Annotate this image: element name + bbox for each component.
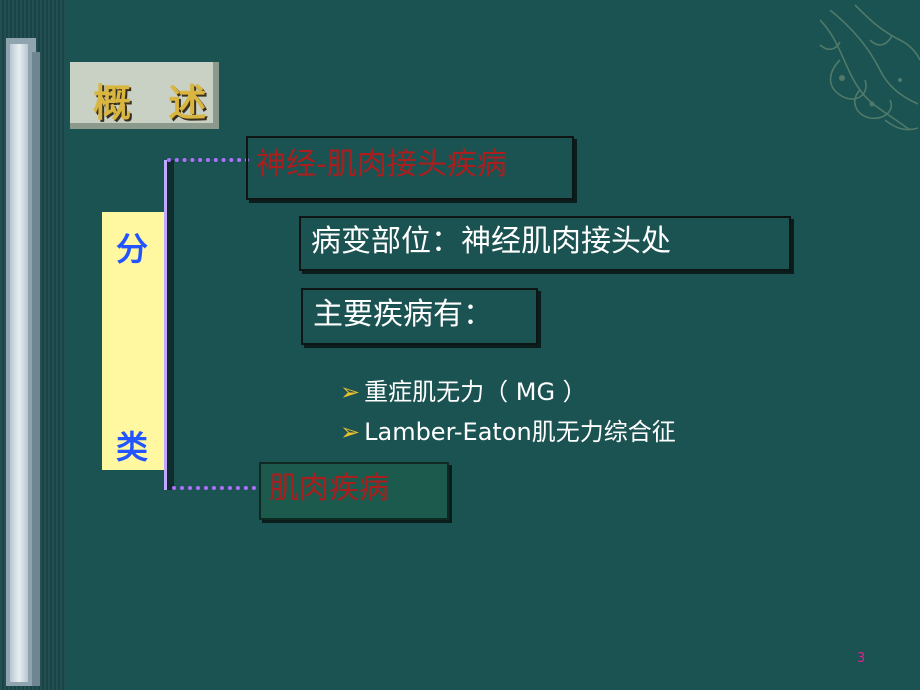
disease-item-1: ➢重症肌无力（ MG ） [340, 372, 587, 407]
lesion-site-box: 病变部位：神经肌肉接头处 [299, 216, 791, 271]
title-plate [70, 62, 219, 129]
main-diseases-label: 主要疾病有： [313, 297, 493, 332]
main-diseases-box: 主要疾病有： [301, 288, 538, 345]
bracket-line [164, 160, 167, 490]
page-number: 3 [857, 651, 866, 666]
classification-char-1: 分 [116, 230, 149, 268]
dotted-connector-top [167, 158, 249, 162]
bullet-arrow-icon: ➢ [340, 378, 361, 406]
bullet-arrow-icon: ➢ [340, 418, 361, 446]
bracket-shadow [164, 160, 174, 490]
disease-item-1-text: 重症肌无力（ MG ） [364, 378, 587, 406]
classification-char-2: 类 [116, 428, 149, 466]
slide-title: 概 述 [93, 81, 219, 125]
phoenix-ornament-icon [819, 4, 920, 131]
branch-top-label: 神经-肌肉接头疾病 [256, 147, 507, 182]
decorative-bar-shadow [32, 52, 40, 686]
disease-item-2: ➢Lamber-Eaton肌无力综合征 [340, 412, 676, 447]
branch-bottom-label: 肌肉疾病 [269, 471, 389, 506]
lesion-site-label: 病变部位：神经肌肉接头处 [311, 224, 671, 259]
branch-bottom-box: 肌肉疾病 [259, 462, 449, 520]
classification-box [102, 212, 166, 470]
decorative-bar [10, 44, 28, 682]
branch-top-box: 神经-肌肉接头疾病 [246, 136, 574, 200]
disease-item-2-text: Lamber-Eaton肌无力综合征 [364, 418, 676, 446]
dotted-connector-bottom [172, 486, 256, 490]
